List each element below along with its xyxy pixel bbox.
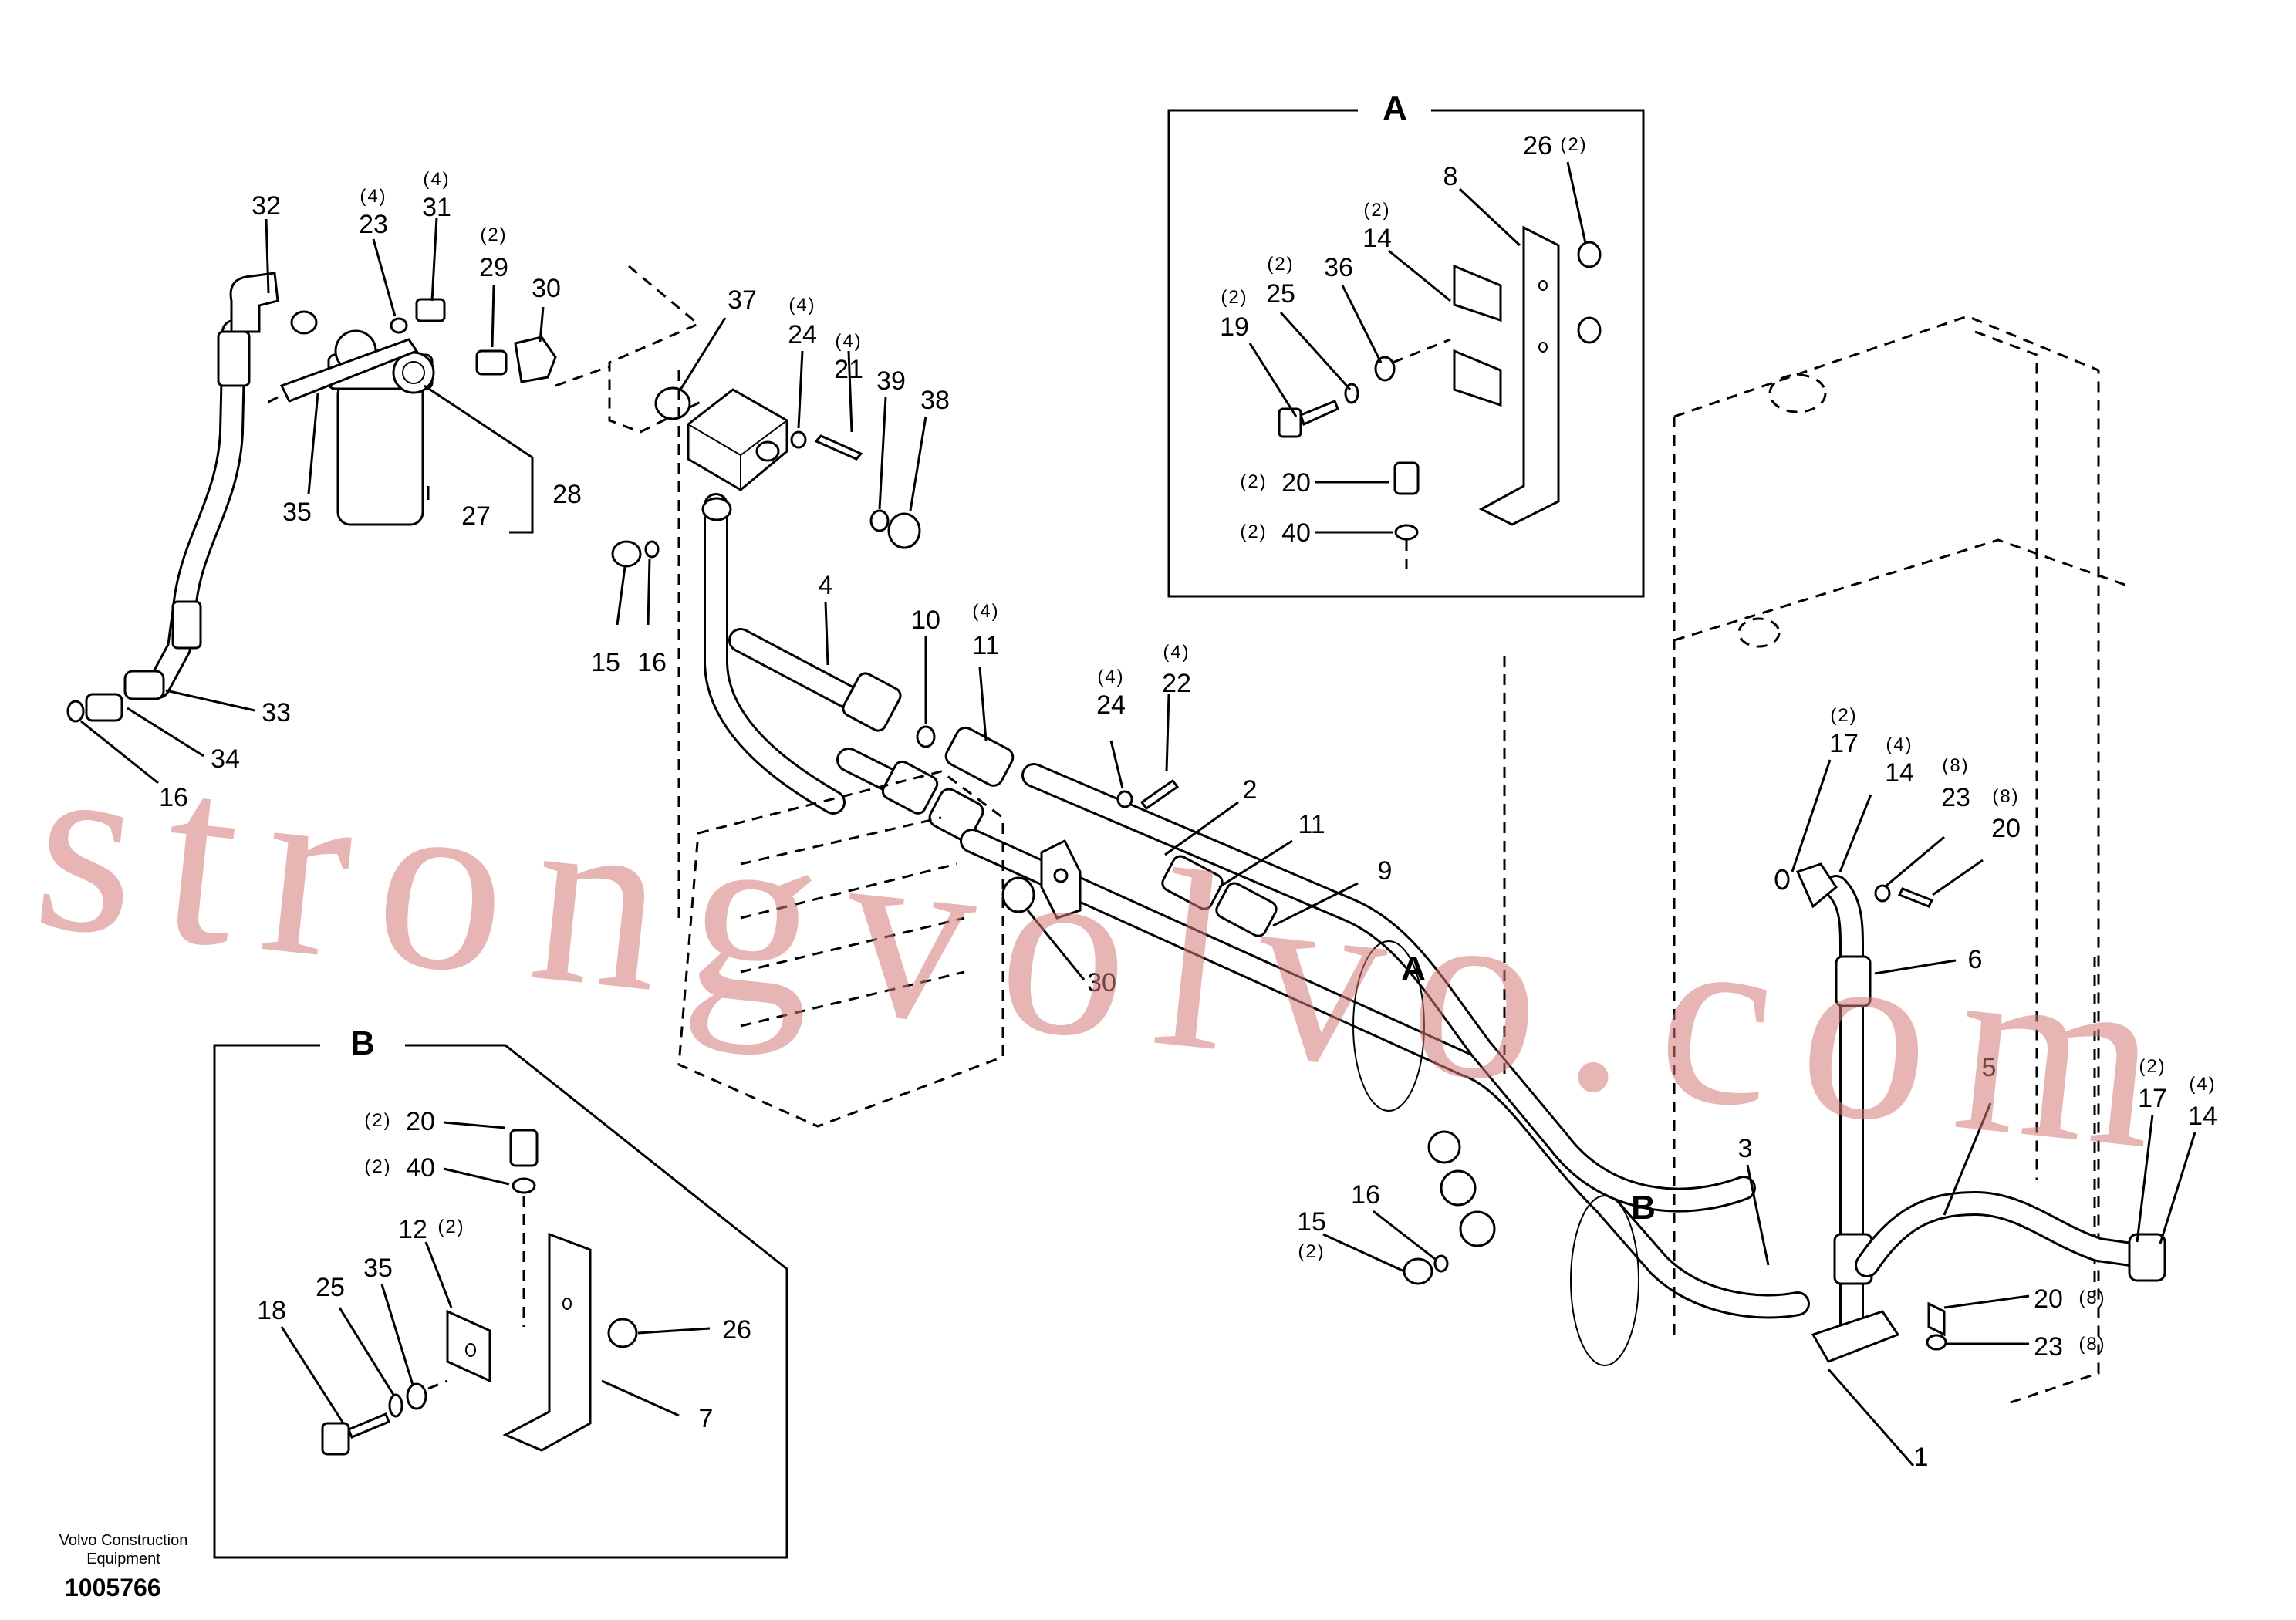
a-label-14: 14 [1362,224,1392,253]
b-label-35: 35 [363,1254,393,1283]
b-label-18: 18 [257,1296,286,1325]
detail-b-title: B [350,1024,375,1062]
qty-29: (2) [480,224,507,245]
brand-caption: Volvo Construction Equipment [31,1531,216,1568]
label-38: 38 [920,386,950,415]
label-31: 31 [422,193,451,222]
label-33: 33 [262,698,291,727]
label-17-right: 17 [1829,729,1859,758]
a-label-25: 25 [1266,279,1295,309]
a-label-19: 19 [1220,312,1249,342]
qty-15-low: (2) [1298,1241,1325,1262]
label-24-top: 24 [788,320,817,349]
a-label-20: 20 [1281,468,1311,498]
label-14-right: 14 [1885,758,1914,788]
label-16-mid: 16 [637,648,667,677]
label-14-far: 14 [2188,1102,2217,1131]
a-qty-19: (2) [1221,287,1248,308]
label-15-mid: 15 [591,648,620,677]
label-4: 4 [819,571,833,600]
brand-line-2: Equipment [86,1551,160,1568]
label-16-left: 16 [159,783,188,812]
label-37: 37 [728,285,757,315]
label-23-top: 23 [359,210,388,239]
qty-24-top: (4) [788,295,815,316]
return-filter-assembly [66,265,703,723]
qty-17-far: (2) [2139,1056,2166,1077]
a-qty-26: (2) [1560,134,1587,155]
label-23-right: 23 [1941,783,1970,812]
leader-lines [80,161,2196,1466]
label-5: 5 [1982,1053,1997,1082]
a-label-40: 40 [1281,518,1311,548]
label-32: 32 [252,191,281,221]
qty-20-low: (8) [2078,1288,2105,1308]
marker-b: B [1631,1189,1656,1227]
label-23-low: 23 [2034,1332,2063,1362]
qty-14-right: (4) [1886,734,1913,755]
qty-20-right: (8) [1992,786,2019,807]
label-30-mid: 30 [1087,968,1116,997]
label-16-low: 16 [1351,1180,1380,1210]
label-15-low: 15 [1297,1207,1326,1237]
center-pipe-assembly [611,370,1810,1366]
a-label-36: 36 [1324,253,1353,282]
label-28: 28 [552,480,582,509]
label-2: 2 [1243,775,1258,805]
a-qty-20: (2) [1240,471,1267,492]
a-label-26: 26 [1523,131,1552,160]
label-30-top: 30 [532,274,561,303]
qty-14-far: (4) [2189,1074,2216,1095]
a-label-8: 8 [1443,162,1458,191]
qty-31: (4) [423,169,450,190]
label-29: 29 [479,253,508,282]
document-number: 1005766 [65,1574,161,1601]
qty-24-mid: (4) [1097,667,1124,687]
label-11-top: 11 [972,631,999,660]
b-qty-12: (2) [437,1217,464,1237]
b-label-12: 12 [398,1215,427,1244]
qty-23-top: (4) [360,186,387,207]
b-label-40: 40 [406,1153,435,1183]
label-10: 10 [911,606,940,635]
label-27: 27 [461,501,491,531]
label-22: 22 [1162,669,1191,698]
b-label-20: 20 [406,1107,435,1136]
oil-cooler-assembly [1503,315,2166,1406]
callout-labels: 32 (4) 23 (4) 31 (2) 29 30 35 27 28 33 3… [159,131,2217,1472]
qty-21: (4) [835,331,862,352]
label-3: 3 [1738,1134,1753,1163]
label-6: 6 [1968,945,1983,974]
b-qty-40: (2) [364,1156,391,1177]
label-9: 9 [1378,856,1393,886]
b-label-7: 7 [699,1404,714,1433]
detail-a-panel: A [1167,89,1645,598]
b-label-26: 26 [722,1315,751,1345]
label-34: 34 [211,744,240,774]
qty-23-low: (8) [2078,1334,2105,1355]
b-label-25: 25 [316,1273,345,1302]
label-24-mid: 24 [1096,690,1126,720]
qty-23-right: (8) [1942,755,1969,776]
qty-17-right: (2) [1830,705,1857,726]
a-qty-25: (2) [1267,254,1294,275]
label-11-mid: 11 [1298,810,1325,839]
label-20-right: 20 [1991,814,2021,843]
detail-a-title: A [1383,89,1407,127]
marker-a: A [1401,950,1426,987]
label-17-far: 17 [2138,1084,2167,1113]
qty-22: (4) [1163,642,1190,663]
label-39: 39 [876,366,906,396]
a-qty-14: (2) [1363,200,1390,221]
label-35-top: 35 [282,498,312,527]
brand-line-1: Volvo Construction [59,1532,188,1549]
label-21: 21 [834,355,863,384]
label-20-low: 20 [2034,1284,2063,1314]
detail-b-panel: B [213,1024,788,1559]
qty-11-top: (4) [972,601,999,622]
b-qty-20: (2) [364,1110,391,1131]
a-qty-40: (2) [1240,521,1267,542]
label-1: 1 [1914,1443,1929,1472]
